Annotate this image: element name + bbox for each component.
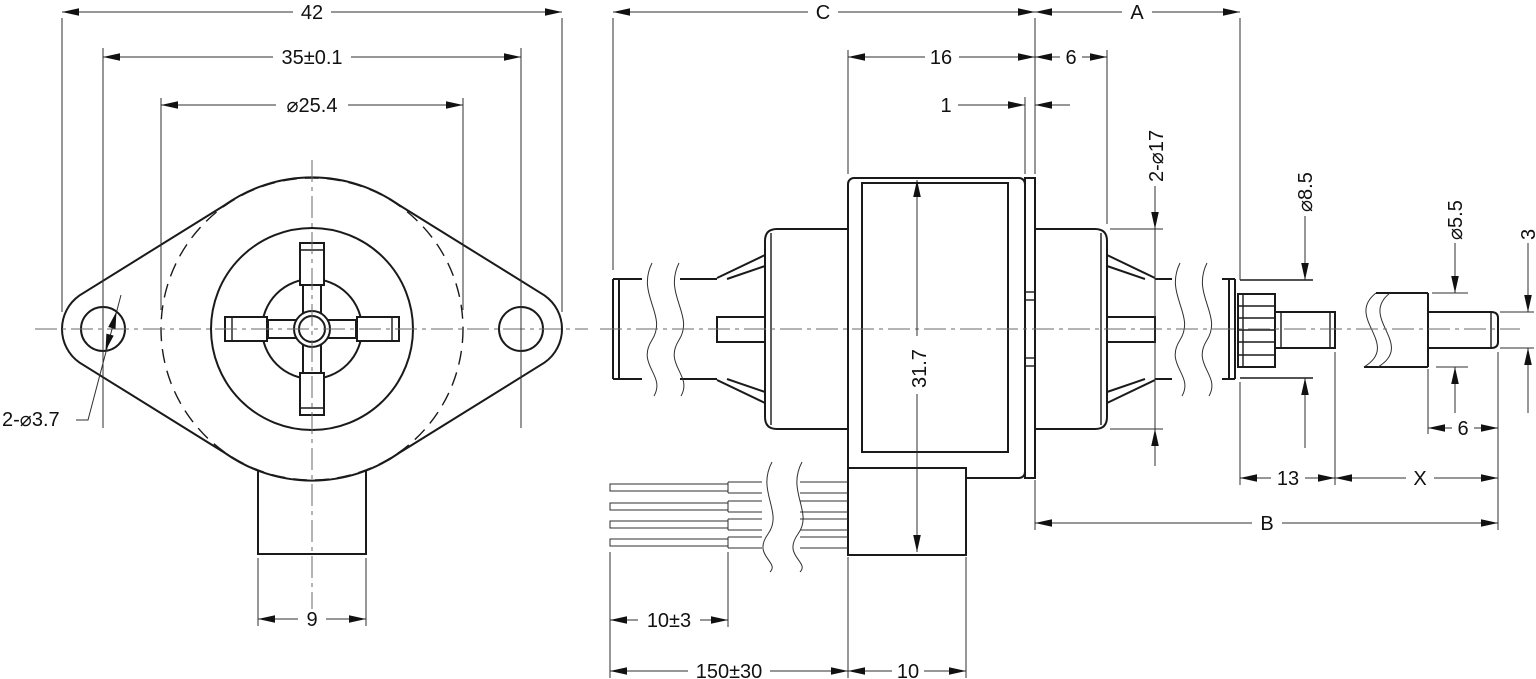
- dim-150-30: 150±30: [609, 557, 849, 679]
- side-pinion: [1237, 279, 1313, 379]
- front-view: [35, 160, 588, 625]
- front-dimensions: 42 35±0.1 ⌀25.4 2-⌀3.7 9: [2, 2, 563, 631]
- dim-5-5-label: ⌀5.5: [1445, 200, 1467, 240]
- dim-8-5-label: ⌀8.5: [1295, 172, 1317, 212]
- dim-31-7: 31.7: [903, 180, 931, 552]
- dim-42-label: 42: [301, 2, 323, 24]
- dim-13-label: 13: [1277, 468, 1299, 490]
- dim-x: X: [1335, 468, 1498, 490]
- dim-25-4-label: ⌀25.4: [287, 95, 338, 117]
- dim-c-label: C: [816, 2, 830, 24]
- side-left-boss: [764, 228, 849, 430]
- dim-3-7-label: 2-⌀3.7: [2, 409, 60, 431]
- dim-6-boss: 6: [1035, 47, 1108, 224]
- dim-42: 42: [61, 2, 563, 312]
- dim-16-label: 16: [930, 47, 952, 69]
- dim-x-label: X: [1413, 468, 1426, 490]
- dim-8-5: ⌀8.5: [1295, 172, 1317, 448]
- dim-10: 10: [848, 557, 967, 679]
- side-option-shaft: [1363, 292, 1499, 368]
- dim-9-label: 9: [306, 609, 317, 631]
- dim-6-tip: 6: [1427, 369, 1498, 440]
- dim-5-5: ⌀5.5: [1432, 200, 1468, 413]
- dim-6-tip-label: 6: [1457, 418, 1468, 440]
- dim-6-boss-label: 6: [1065, 47, 1076, 69]
- dim-10-3: 10±3: [609, 552, 729, 632]
- dim-13: 13: [1239, 352, 1336, 490]
- side-view: [600, 177, 1520, 573]
- dim-a: A: [1035, 2, 1241, 280]
- side-left-shaft: [612, 278, 717, 380]
- side-left-shaft-break: [646, 262, 685, 397]
- dim-31-7-label: 31.7: [909, 349, 931, 388]
- wire-break: [762, 461, 804, 573]
- side-dimensions: C A 16 6 1: [609, 2, 1536, 679]
- dim-10-label: 10: [897, 661, 919, 679]
- side-body: [847, 177, 1026, 479]
- side-connector: [847, 467, 967, 556]
- dim-3-7-leader: 2-⌀3.7: [2, 294, 122, 431]
- dim-b-label: B: [1260, 513, 1273, 535]
- dim-3-label: 3: [1518, 229, 1536, 240]
- side-body-inner: [861, 182, 1009, 453]
- dim-c: C: [612, 2, 1036, 270]
- side-threaded-tip: [1274, 311, 1336, 349]
- dim-1: 1: [940, 95, 1070, 174]
- dim-9: 9: [257, 558, 367, 631]
- dim-3: 3: [1500, 229, 1536, 413]
- dim-35-label: 35±0.1: [281, 47, 342, 69]
- dim-25-4: ⌀25.4: [160, 95, 464, 310]
- side-right-shaft-break: [1174, 262, 1213, 397]
- lead-wires: [609, 461, 848, 573]
- dim-16: 16: [847, 47, 1035, 174]
- dim-150-30-label: 150±30: [696, 661, 763, 679]
- dim-b: B: [1034, 352, 1499, 535]
- side-end-plate: [1024, 177, 1036, 479]
- dim-10-3-label: 10±3: [647, 610, 691, 632]
- dim-35: 35±0.1: [102, 47, 522, 428]
- dim-17: 2-⌀17: [1110, 130, 1168, 466]
- dim-a-label: A: [1130, 2, 1144, 24]
- side-right-taper: [1106, 254, 1156, 404]
- side-left-taper: [716, 254, 766, 404]
- dim-1-label: 1: [940, 95, 951, 117]
- side-plate-notches: [1025, 291, 1035, 367]
- dim-17-label: 2-⌀17: [1146, 130, 1168, 182]
